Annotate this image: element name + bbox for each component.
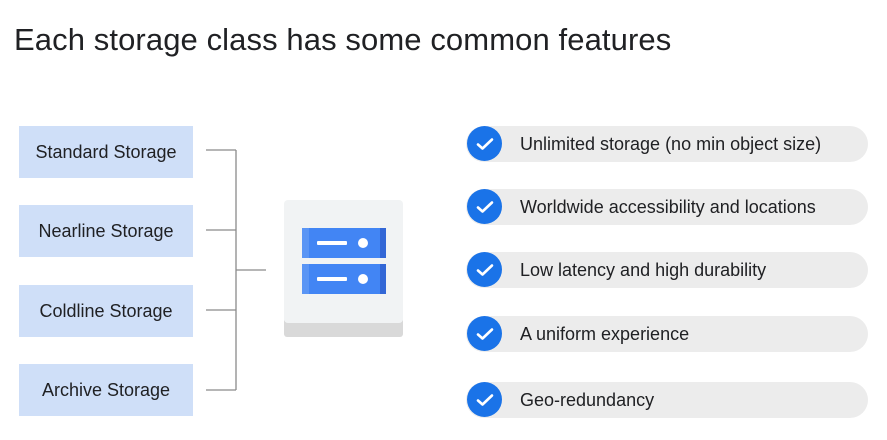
feature-pill — [466, 189, 868, 225]
check-circle-icon — [467, 382, 502, 417]
storage-class-label: Coldline Storage — [39, 300, 173, 321]
slide-title: Each storage class has some common featu… — [14, 22, 672, 57]
storage-class-label: Archive Storage — [41, 379, 171, 400]
storage-class-coldline: Coldline Storage — [19, 285, 193, 337]
feature-label: A uniform experience — [520, 324, 690, 344]
feature-pill — [466, 316, 868, 352]
feature-label: Low latency and high durability — [520, 260, 767, 280]
storage-class-nearline: Nearline Storage — [19, 205, 193, 257]
feature-label: Unlimited storage (no min object size) — [520, 134, 822, 154]
check-circle-icon — [467, 189, 502, 224]
check-circle-icon — [467, 252, 502, 287]
feature-label: Geo-redundancy — [520, 390, 655, 410]
storage-class-archive: Archive Storage — [19, 364, 193, 416]
storage-class-standard: Standard Storage — [19, 126, 193, 178]
check-circle-icon — [467, 126, 502, 161]
feature-pill — [466, 126, 868, 162]
storage-class-label: Nearline Storage — [38, 220, 174, 241]
check-circle-icon — [467, 316, 502, 351]
feature-pill — [466, 252, 868, 288]
storage-class-label: Standard Storage — [35, 141, 177, 162]
feature-label: Worldwide accessibility and locations — [520, 197, 816, 217]
feature-pill — [466, 382, 868, 418]
storage-server-icon — [284, 200, 403, 337]
